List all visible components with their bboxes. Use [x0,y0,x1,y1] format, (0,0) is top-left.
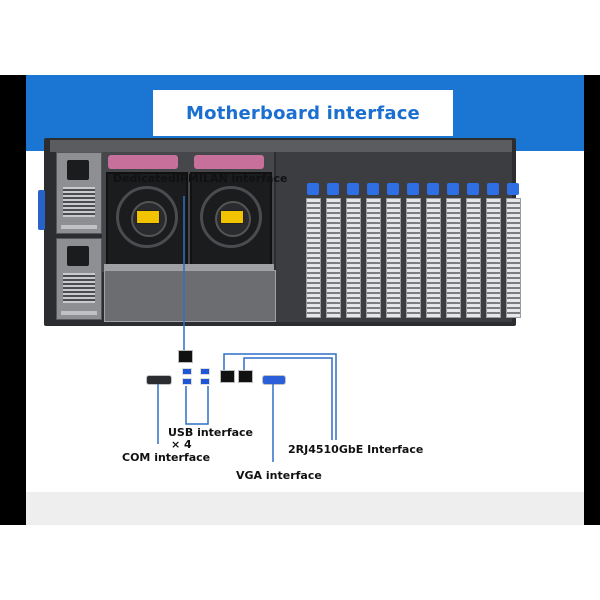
psu-vent-grill [63,187,95,217]
pcie-slot-clip [467,183,479,195]
pcie-slot-clip [327,183,339,195]
power-socket-icon [67,160,89,180]
motherboard-io-plate [104,270,276,322]
power-socket-icon [67,246,89,266]
psu-handle [61,311,97,315]
gbe-interface-label: 2RJ4510GbE Interface [288,443,424,456]
pcie-slot-clip [407,183,419,195]
cooling-fan-2 [190,172,272,268]
page-title: Motherboard interface [186,102,420,124]
chassis-top-rail [50,140,512,152]
gbe-lan-port-1 [220,370,235,383]
pcie-slot-clip [307,183,319,195]
usb-count-label: × 4 [171,438,192,451]
pcie-slot-clip [427,183,439,195]
fan-pull-tab [194,155,264,169]
usb-port-4 [200,378,210,385]
warning-sticker-icon [220,210,244,224]
gbe-lan-port-2 [238,370,253,383]
com-port [146,375,172,385]
psu-vent-grill [63,273,95,303]
pcie-slot-bracket [346,198,361,318]
warning-sticker-icon [136,210,160,224]
pcie-slot-bracket [406,198,421,318]
fan-ring [116,186,178,248]
fan-ring [200,186,262,248]
usb-interface-label: USB interface [168,426,254,439]
footer-band [26,492,584,525]
pcie-slot-bracket [306,198,321,318]
usb-port-1 [182,368,192,375]
pcie-slot-clip [387,183,399,195]
usb-port-3 [200,368,210,375]
pcie-slot-bracket [326,198,341,318]
power-supply-1 [56,152,102,234]
title-box: Motherboard interface [153,90,453,136]
usb-port-2 [182,378,192,385]
vga-interface-label: VGA interface [236,469,322,482]
com-interface-label: COM interface [122,451,211,464]
pcie-slot-bracket [486,198,501,318]
pcie-slot-clip [447,183,459,195]
psu-handle [61,225,97,229]
ipmi-lan-port [178,350,193,363]
io-shield-top [104,264,274,270]
pcie-slot-bracket [446,198,461,318]
cooling-fan-1 [106,172,188,268]
pcie-slot-bracket [366,198,381,318]
pcie-slot-clip [367,183,379,195]
pcie-slot-clip [347,183,359,195]
pcie-slot-bracket [506,198,521,318]
power-supply-2 [56,238,102,320]
pcie-slot-bracket [386,198,401,318]
pcie-slot-bracket [426,198,441,318]
rack-ear-latch [38,190,45,230]
ipmi-interface-label: DedicatedIPMILAN interface [113,172,288,185]
pcie-slot-bracket [466,198,481,318]
pcie-slot-clip [487,183,499,195]
vga-port [262,375,286,385]
fan-pull-tab [108,155,178,169]
pcie-slot-clip [507,183,519,195]
